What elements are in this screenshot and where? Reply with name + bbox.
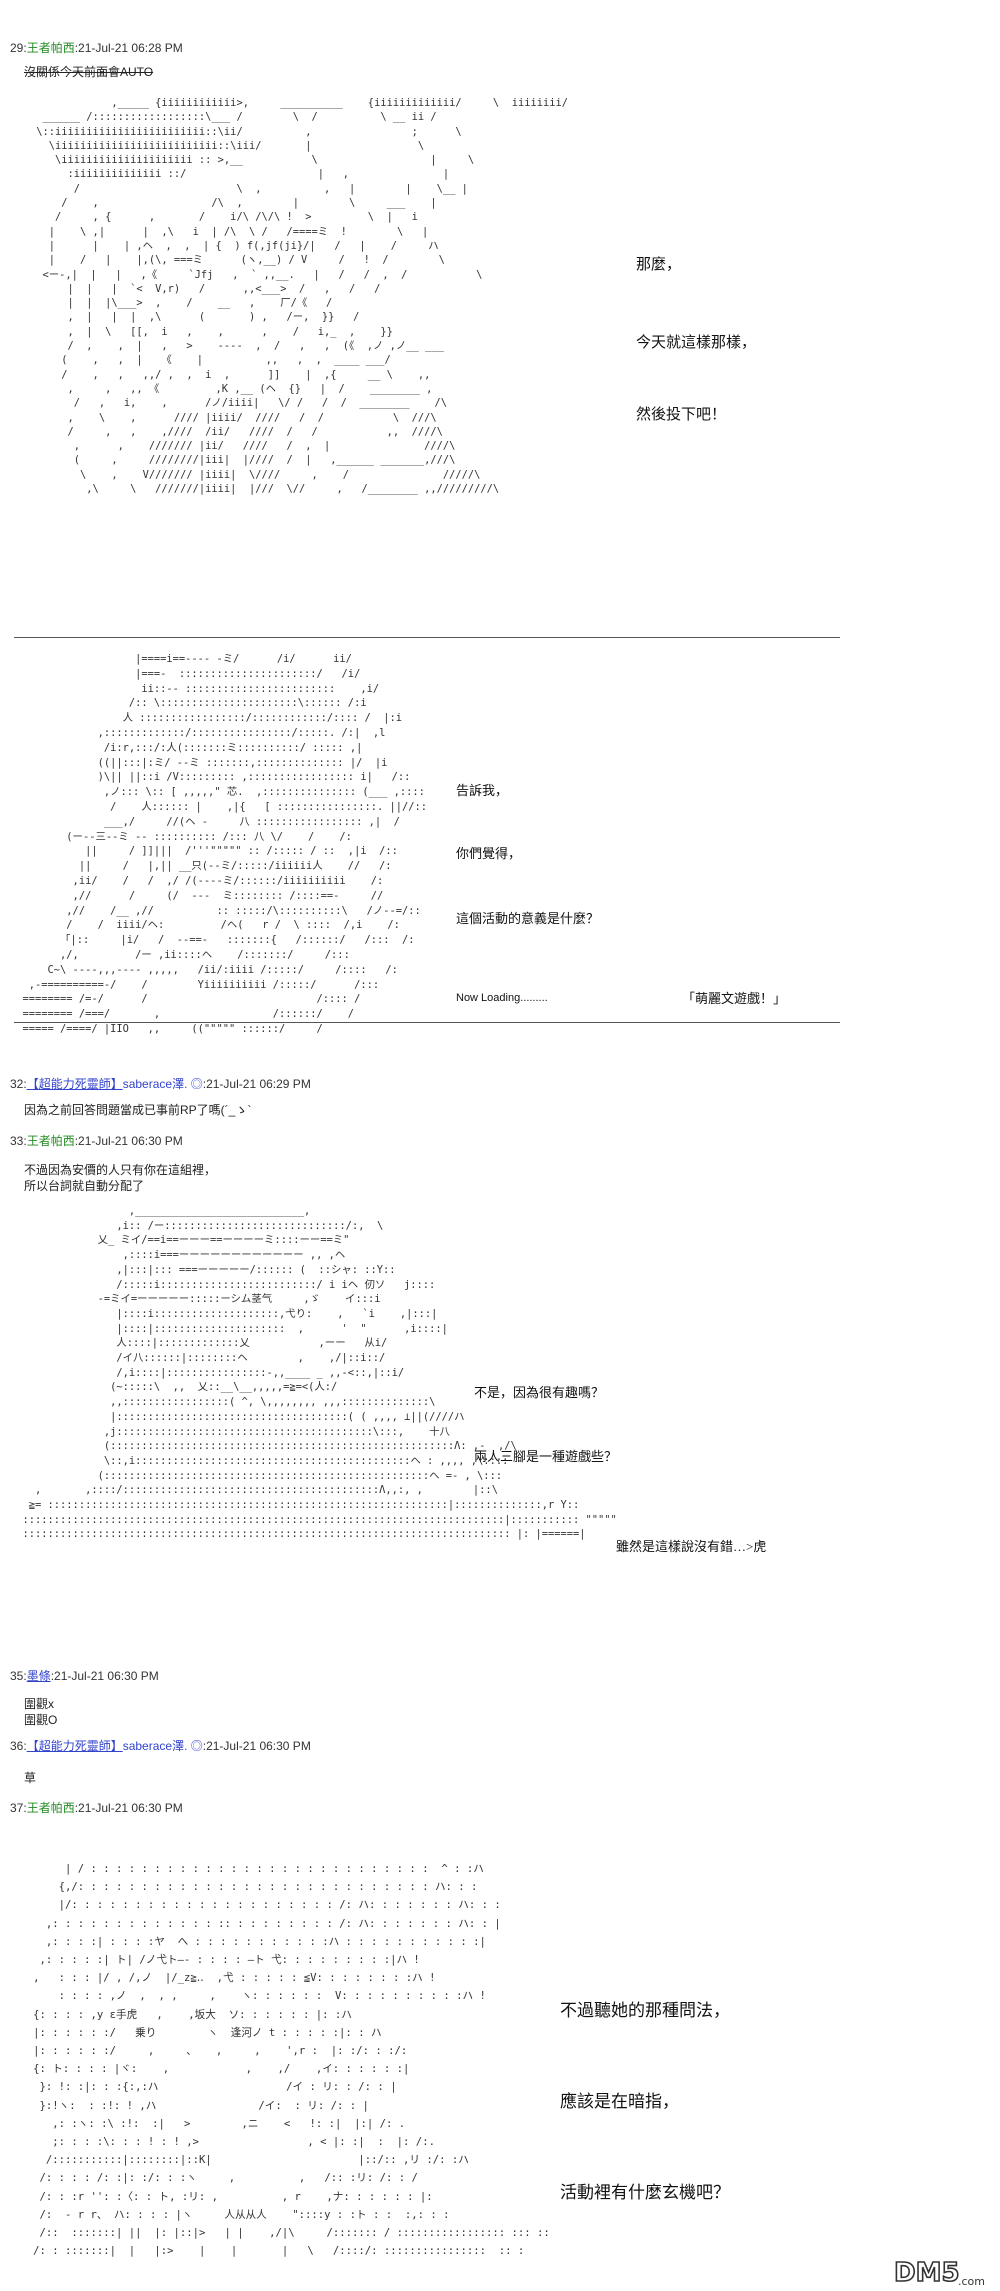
- post-number: 32:: [10, 1077, 27, 1091]
- post-note: 沒關係今天前面會AUTO: [24, 65, 154, 79]
- post-date: :21-Jul-21 06:30 PM: [202, 1739, 311, 1753]
- post-body-line: 所以台詞就自動分配了: [24, 1179, 145, 1193]
- dialog-line: 不是，因為很有趣嗎？: [474, 1385, 605, 1400]
- post-author[interactable]: 王者帕西: [26, 1801, 75, 1815]
- post-body-line: 圍觀O: [24, 1713, 58, 1727]
- post-date: :21-Jul-21 06:28 PM: [74, 41, 183, 55]
- post-number: 35:: [10, 1669, 27, 1683]
- dialog-line: 兩人三腳是一種遊戲些？: [474, 1449, 618, 1464]
- post-number: 29:: [10, 41, 27, 55]
- ascii-art-3: ,___________________________, ,i:: /ー:::…: [22, 1205, 617, 1541]
- dialog-line: 你們覺得，: [456, 846, 522, 861]
- dm5-watermark-logo: DM5 .com: [893, 2257, 985, 2289]
- post-body-line: 不過因為安價的人只有你在這組裡，: [24, 1163, 217, 1177]
- post-number: 36:: [10, 1739, 27, 1753]
- post-header-32: 32:【超能力死靈師】saberace澤. ◎:21-Jul-21 06:29 …: [10, 1076, 311, 1092]
- post-body: 草: [24, 1771, 37, 1785]
- post-date: :21-Jul-21 06:30 PM: [74, 1134, 183, 1148]
- post-trip[interactable]: saberace澤. ◎: [122, 1739, 203, 1753]
- watermark-domain-text: .com: [958, 2275, 985, 2288]
- post-date: :21-Jul-21 06:30 PM: [74, 1801, 183, 1815]
- post-author[interactable]: 王者帕西: [26, 1134, 75, 1148]
- post-author[interactable]: 【超能力死靈師】: [26, 1739, 123, 1753]
- dialog-line: 雖然是這樣說沒有錯…>虎: [616, 1539, 767, 1554]
- post-header-36: 36:【超能力死靈師】saberace澤. ◎:21-Jul-21 06:30 …: [10, 1738, 311, 1754]
- post-number: 37:: [10, 1801, 27, 1815]
- post-header-33: 33:王者帕西:21-Jul-21 06:30 PM: [10, 1133, 183, 1149]
- dialog-line: 今天就這樣那樣，: [636, 335, 757, 351]
- post-body: 因為之前回答問題當成已事前RP了嗎(´_ゝ`: [24, 1103, 252, 1117]
- dialog-line: 然後投下吧！: [636, 407, 727, 423]
- divider: [14, 637, 840, 638]
- dialog-line: 活動裡有什麼玄機吧？: [560, 2183, 730, 2202]
- ascii-art-2: |====i==---- -ミ/ /i/ ii/ |===- :::::::::…: [22, 653, 428, 1035]
- loading-text: Now Loading.........: [456, 992, 548, 1004]
- post-trip[interactable]: saberace澤. ◎: [122, 1077, 203, 1091]
- dialog-line: 這個活動的意義是什麼？: [456, 911, 600, 926]
- post-header-35: 35:墨條:21-Jul-21 06:30 PM: [10, 1668, 159, 1684]
- dialog-line: 告訴我，: [456, 783, 509, 798]
- watermark-logo-text: DM5: [894, 2258, 960, 2288]
- post-number: 33:: [10, 1134, 27, 1148]
- post-date: :21-Jul-21 06:30 PM: [50, 1669, 159, 1683]
- dialog-line: 應該是在暗指，: [560, 2092, 679, 2111]
- dialog-line: 那麼，: [636, 257, 682, 273]
- post-header-37: 37:王者帕西:21-Jul-21 06:30 PM: [10, 1800, 183, 1816]
- dialog-line: 「萌麗文遊戲！」: [682, 991, 787, 1006]
- post-author[interactable]: 王者帕西: [26, 41, 75, 55]
- divider: [14, 1022, 840, 1023]
- post-author[interactable]: 【超能力死靈師】: [26, 1077, 123, 1091]
- dialog-line: 不過聽她的那種問法，: [560, 2001, 730, 2020]
- post-header-29: 29:王者帕西:21-Jul-21 06:28 PM: [10, 40, 183, 56]
- ascii-art-1: ,_____ {iiiiiiiiiiii>, __________ {iiiii…: [36, 97, 568, 496]
- post-author[interactable]: 墨條: [26, 1669, 51, 1683]
- post-body-line: 圍觀x: [24, 1697, 55, 1711]
- ascii-art-4: | / : : : : : : : : : : : : : : : : : : …: [33, 1863, 550, 2258]
- post-date: :21-Jul-21 06:29 PM: [202, 1077, 311, 1091]
